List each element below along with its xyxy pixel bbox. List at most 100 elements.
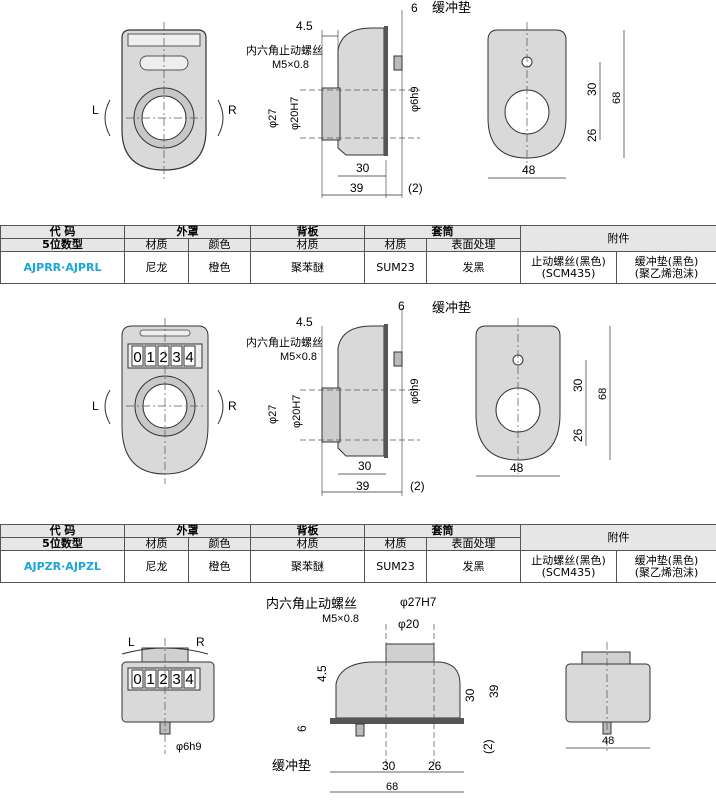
spec-table-1: 代 码 外罩 背板 套筒 附件 5位数型 材质 颜色 材质 材质 表面处理 AJ…	[0, 225, 716, 284]
counter-digit: 2	[159, 349, 167, 366]
sleeve-material-header: 材质	[364, 238, 427, 252]
counter-digit-box	[157, 345, 170, 367]
counter-digit: 0	[133, 671, 141, 688]
accessory-1-line2-2: (SCM435)	[541, 565, 596, 579]
back-view-3: 48	[565, 642, 651, 754]
counter-digit: 4	[185, 349, 193, 366]
cover-color-cell: 橙色	[188, 251, 251, 284]
counter-digit: 1	[146, 349, 154, 366]
dim-26-3: 26	[428, 759, 442, 773]
model-cell: AJPRR·AJPRL	[0, 251, 125, 284]
surface-header: 表面处理	[426, 238, 521, 252]
accessory-2-line1: 缓冲垫(黑色)	[634, 254, 699, 268]
cushion-label: 缓冲垫	[432, 0, 471, 15]
dim-2-2: (2)	[410, 479, 425, 493]
sleeve-header-2: 套筒	[364, 524, 521, 538]
counter-digit-box	[183, 669, 196, 689]
dim-30v-3: 30	[463, 688, 477, 702]
screw-label-2: 内六角止动螺丝	[246, 335, 323, 349]
counter-digit: 3	[172, 349, 180, 366]
dir-left-label-3: L	[128, 635, 135, 649]
sleeve-material-header-2: 材质	[364, 537, 427, 551]
dim-48: 48	[522, 163, 536, 177]
counter-digit: 0	[133, 349, 141, 366]
dir-left-label: L	[92, 103, 99, 117]
accessory-1-line1-2: 止动螺丝(黑色)	[531, 553, 606, 567]
accessory-2-cell-2: 缓冲垫(黑色)(聚乙烯泡沫)	[616, 550, 716, 583]
side-view-1: 4.5 6 缓冲垫 内六角止动螺丝 M5×0.8 φ27 φ20H7 φ6h9 …	[246, 0, 471, 198]
dim-30v: 30	[585, 82, 599, 96]
counter-digit-box	[170, 345, 183, 367]
sleeve-material-cell-2: SUM23	[364, 550, 427, 583]
dim-39: 39	[350, 181, 364, 195]
digits-header: 5位数型	[0, 238, 125, 252]
dir-right-label-3: R	[196, 635, 205, 649]
back-material-header: 材质	[250, 238, 365, 252]
cushion-label-2: 缓冲垫	[432, 300, 471, 315]
sleeve-surface-cell: 发黑	[426, 251, 521, 284]
dim-6-3: 6	[295, 725, 309, 732]
material-header: 材质	[124, 238, 189, 252]
accessory-1-cell-2: 止动螺丝(黑色)(SCM435)	[520, 550, 617, 583]
back-material-cell: 聚苯醚	[250, 251, 365, 284]
sleeve-material-cell: SUM23	[364, 251, 427, 284]
dim-30-2: 30	[358, 459, 372, 473]
cover-header-2: 外罩	[124, 524, 251, 538]
dim-4-5: 4.5	[296, 19, 313, 33]
cover-material-cell: 尼龙	[124, 251, 189, 284]
dim-39-2: 39	[356, 479, 370, 493]
dia-6-3: φ6h9	[176, 741, 202, 753]
dim-2: (2)	[408, 181, 423, 195]
dia-6-2: φ6h9	[409, 379, 421, 405]
accessories-header: 附件	[520, 225, 716, 252]
accessory-1-line2: (SCM435)	[541, 266, 596, 280]
sleeve-surface-cell-2: 发黑	[426, 550, 521, 583]
accessory-2-line2-2: (聚乙烯泡沫)	[634, 565, 699, 579]
back-view-2: 48 30 26 68	[475, 318, 611, 477]
counter-digit-box	[144, 345, 157, 367]
back-plate-header: 背板	[250, 225, 365, 239]
dia-20-3: φ20	[398, 617, 419, 631]
dim-30v-2: 30	[571, 378, 585, 392]
counter-digit: 2	[159, 671, 167, 688]
back-view-1: 48 30 26 68	[487, 22, 625, 179]
cover-color-cell-2: 橙色	[188, 550, 251, 583]
screw-size-2: M5×0.8	[280, 351, 317, 363]
dia-27-3: φ27H7	[400, 595, 437, 609]
dia-20: φ20H7	[289, 97, 301, 130]
dim-30: 30	[356, 161, 370, 175]
screw-size: M5×0.8	[272, 59, 309, 71]
dim-30-3: 30	[382, 759, 396, 773]
screw-label-3: 内六角止动螺丝	[266, 596, 357, 611]
counter-digit-box	[157, 669, 170, 689]
dia-27-2: φ27	[267, 405, 279, 424]
dir-right-label-2: R	[228, 399, 237, 413]
material-header-2: 材质	[124, 537, 189, 551]
counter-digit-box	[144, 669, 157, 689]
back-material-header-2: 材质	[250, 537, 365, 551]
dia-6: φ6h9	[409, 87, 421, 113]
dia-20-2: φ20H7	[291, 395, 303, 428]
dim-48-3: 48	[602, 735, 614, 747]
side-view-2: 4.5 6 缓冲垫 内六角止动螺丝 M5×0.8 φ27 φ20H7 φ6h9 …	[246, 299, 471, 496]
counter-digit-box	[170, 669, 183, 689]
accessory-2-cell: 缓冲垫(黑色)(聚乙烯泡沫)	[616, 251, 716, 284]
digits-header-2: 5位数型	[0, 537, 125, 551]
model-cell-2: AJPZR·AJPZL	[0, 550, 125, 583]
dir-left-label-2: L	[92, 399, 99, 413]
accessory-1-cell: 止动螺丝(黑色)(SCM435)	[520, 251, 617, 284]
color-header-2: 颜色	[188, 537, 251, 551]
cover-material-cell-2: 尼龙	[124, 550, 189, 583]
dim-39v-3: 39	[487, 684, 501, 698]
counter-digit-box	[131, 669, 144, 689]
screw-size-3: M5×0.8	[322, 613, 359, 625]
surface-header-2: 表面处理	[426, 537, 521, 551]
back-material-cell-2: 聚苯醚	[250, 550, 365, 583]
accessories-header-2: 附件	[520, 524, 716, 551]
counter-digit: 1	[146, 671, 154, 688]
screw-label: 内六角止动螺丝	[246, 43, 323, 57]
